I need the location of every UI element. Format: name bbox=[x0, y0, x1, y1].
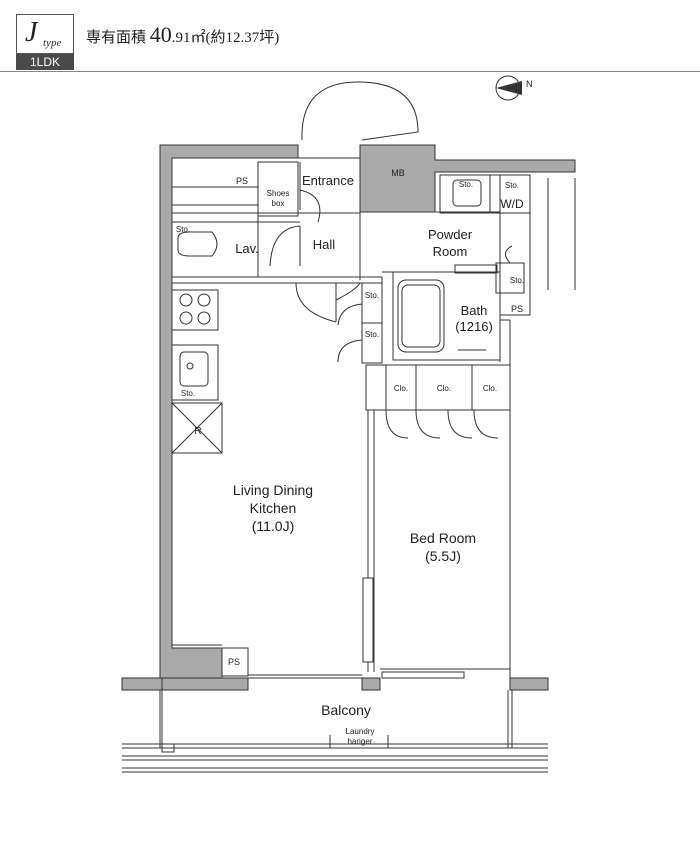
label-balcony: Balcony bbox=[321, 702, 371, 718]
area-info: 専有面積 40.91㎡(約12.37坪) bbox=[86, 22, 279, 48]
label-ldk-size: (11.0J) bbox=[252, 518, 295, 534]
label-bath: Bath bbox=[461, 303, 488, 318]
label-shoes-box-2: box bbox=[272, 199, 285, 208]
compass-icon: N bbox=[495, 75, 533, 101]
label-shoes-box-1: Shoes bbox=[267, 189, 290, 198]
label-bath-size: (1216) bbox=[455, 319, 493, 334]
label-ldk-1: Living Dining bbox=[233, 482, 313, 498]
label-lav: Lav. bbox=[235, 241, 259, 256]
label-bed: Bed Room bbox=[410, 530, 476, 546]
type-word: type bbox=[43, 37, 62, 49]
label-laundry-2: hanger bbox=[348, 737, 373, 746]
label-sto-wd: Sto. bbox=[505, 181, 519, 190]
header-divider bbox=[0, 71, 700, 72]
area-tsubo: (約12.37坪) bbox=[205, 30, 280, 46]
label-wd: W/D bbox=[500, 197, 524, 211]
area-label: 専有面積 bbox=[86, 30, 147, 46]
label-hall: Hall bbox=[313, 237, 336, 252]
room-labels: Entrance PS Shoes box MB Sto. Sto. W/D S… bbox=[176, 168, 524, 746]
label-ps-bottom: PS bbox=[228, 657, 240, 667]
label-clo-1: Clo. bbox=[394, 384, 408, 393]
label-ps-top: PS bbox=[236, 176, 248, 186]
label-entrance: Entrance bbox=[302, 173, 354, 188]
label-bed-size: (5.5J) bbox=[425, 548, 461, 564]
outer-walls bbox=[121, 144, 576, 691]
layout-badge: 1LDK bbox=[16, 54, 74, 70]
label-sto-kitchen: Sto. bbox=[181, 389, 195, 398]
type-letter: J bbox=[25, 17, 38, 48]
label-powder-1: Powder bbox=[428, 227, 473, 242]
label-ps-right: PS bbox=[511, 304, 523, 314]
label-mb: MB bbox=[391, 168, 405, 178]
interior-walls bbox=[122, 81, 576, 773]
area-decimal: .91㎡ bbox=[171, 30, 206, 46]
type-badge: J type 1LDK bbox=[16, 14, 74, 70]
label-sto-hall-1: Sto. bbox=[365, 291, 379, 300]
area-number: 40 bbox=[149, 22, 172, 47]
label-clo-2: Clo. bbox=[437, 384, 451, 393]
label-sto-lav: Sto. bbox=[176, 225, 190, 234]
label-sto-hall-2: Sto. bbox=[365, 330, 379, 339]
label-laundry-1: Laundry bbox=[346, 727, 375, 736]
label-powder-2: Room bbox=[433, 244, 468, 259]
type-box: J type bbox=[16, 14, 74, 54]
label-sto-laundry: Sto. bbox=[459, 180, 473, 189]
compass-label: N bbox=[526, 79, 533, 89]
label-sto-ps: Sto. bbox=[510, 276, 524, 285]
label-ldk-2: Kitchen bbox=[250, 500, 297, 516]
label-clo-3: Clo. bbox=[483, 384, 497, 393]
label-fridge: R bbox=[194, 426, 201, 437]
